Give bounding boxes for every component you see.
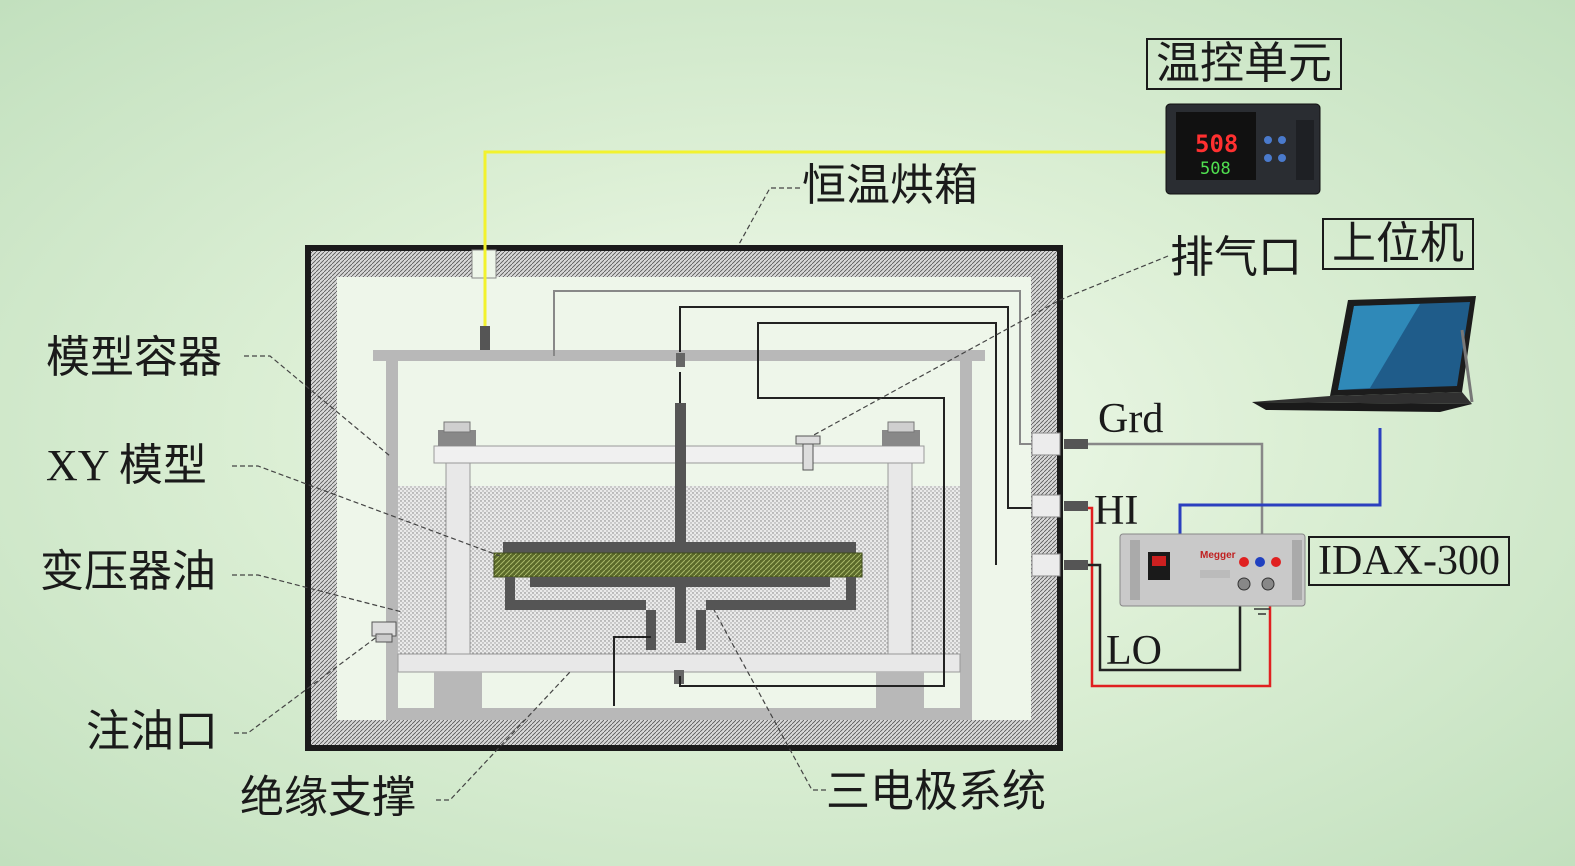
leader-lines [232, 187, 1169, 801]
leader-oven [737, 187, 800, 247]
label-transformer-oil: 变压器油 [40, 547, 216, 596]
lo-internal-wire [679, 322, 997, 687]
three-electrode-system [493, 353, 863, 684]
exhaust-valve [795, 435, 821, 445]
thermocouple-probe [480, 326, 490, 350]
controller-button [1278, 154, 1286, 162]
label-model-container: 模型容器 [46, 333, 222, 382]
leader-container [244, 355, 391, 457]
hi-electrode-rod [675, 403, 686, 643]
temperature-controller: 508 508 [1165, 103, 1321, 195]
hi-electrode [503, 542, 856, 553]
controller-pv-display: 508 [1195, 130, 1238, 158]
controller-button [1264, 136, 1272, 144]
nut-left [438, 430, 476, 446]
leader-oil-inlet [234, 635, 379, 734]
label-temperature-control-unit: 温控单元 [1146, 38, 1342, 90]
label-exhaust-port: 排气口 [1170, 233, 1302, 282]
controller-button [1278, 136, 1286, 144]
lo-electrode [530, 577, 830, 587]
idax-analyzer: Megger [1119, 533, 1306, 607]
terminal-connectors [1031, 432, 1088, 577]
label-grd: Grd [1098, 396, 1164, 442]
leader-exhaust [811, 255, 1169, 437]
leader-electrode [713, 609, 826, 791]
label-xy-model: XY 模型 [46, 441, 207, 490]
leader-oil [232, 574, 403, 613]
hi-internal-wire [679, 306, 1040, 509]
grd-internal-wire [553, 290, 1040, 445]
thermocouple-wire [483, 150, 1166, 330]
hi-cable [1088, 506, 1272, 688]
label-oil-inlet: 注油口 [86, 707, 218, 756]
label-idax-300: IDAX-300 [1308, 536, 1510, 586]
analyzer-brand: Megger [1200, 550, 1236, 561]
label-insulating-support: 绝缘支撑 [240, 773, 416, 822]
xy-model-sample [493, 552, 863, 578]
oil-inlet [371, 621, 397, 643]
nut-right [882, 430, 920, 446]
label-oven: 恒温烘箱 [802, 161, 978, 210]
controller-sv-display: 508 [1200, 159, 1231, 179]
label-hi: HI [1094, 488, 1139, 534]
internal-wiring [553, 290, 1040, 706]
label-host-computer: 上位机 [1322, 218, 1474, 270]
leader-xy-model [232, 465, 501, 557]
label-three-electrode-system: 三电极系统 [826, 767, 1046, 816]
label-lo: LO [1106, 628, 1162, 674]
lo-cable [1088, 563, 1242, 672]
leader-support [436, 671, 571, 801]
laptop-icon [1252, 296, 1476, 412]
controller-button [1264, 154, 1272, 162]
